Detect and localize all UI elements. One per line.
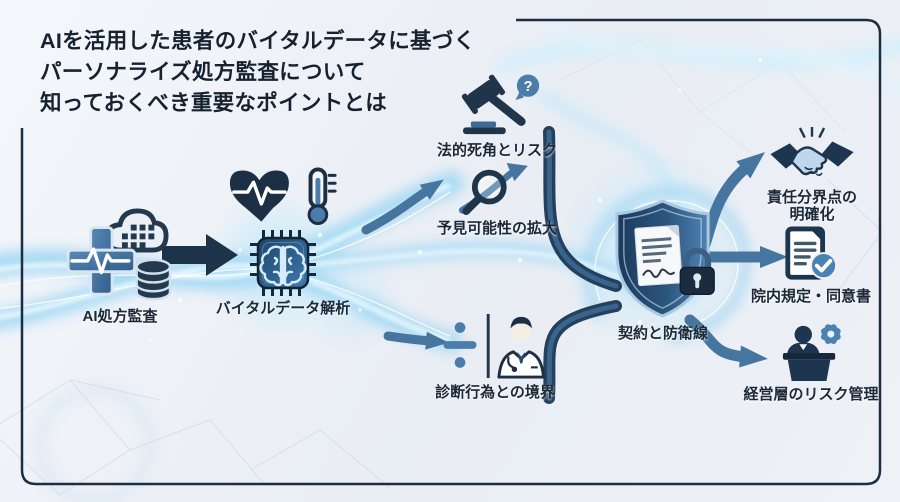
node-hospital-rules-consent: 院内規定・同意書 [748,226,874,305]
executive-gear-podium-icon [782,324,841,382]
question-badge [516,74,540,97]
flow-arrow-source-to-analysis [162,234,238,276]
page-title: AIを活用した患者のバイタルデータに基づく パーソナライズ処方監査について 知っ… [40,26,475,119]
gear [820,324,841,344]
node-label: 診断行為との境界 [435,384,555,401]
node-label: 契約と防衛線 [617,325,708,342]
node-label: バイタルデータ解析 [215,300,351,317]
node-executive-risk-management: 経営層のリスク管理 [742,322,880,403]
node-label-line-2: 明確化 [789,206,835,223]
branch-arrows [361,179,449,350]
ai-chip-brain-icon [250,230,316,296]
node-contract-defense: 契約と防衛線 [604,197,722,342]
node-label: 経営層のリスク管理 [743,386,879,403]
divide-sign [443,322,477,368]
node-label: 院内規定・同意書 [750,288,871,305]
shield-contract-lock-icon [615,199,715,318]
contract-document [634,224,683,287]
title-line-1: AIを活用した患者のバイタルデータに基づく [40,29,476,53]
node-responsibility-demarcation: 責任分界点の 明確化 [756,127,868,223]
doctor-figure [497,316,546,379]
medical-cross-cloud-database-icon [66,208,172,301]
node-foreseeability-expansion: 予見可能性の拡大 [430,162,564,237]
title-line-2: パーソナライズ処方監査について [40,60,366,84]
frame-border [20,18,882,486]
division-doctor-icon [443,313,546,379]
heartbeat-thermometer-icon [229,167,337,226]
padlock [679,247,715,295]
node-label: 責任分界点の 明確化 [767,189,857,223]
node-label-line-1: 責任分界点の [766,189,857,206]
node-label: 法的死角とリスク [436,142,557,159]
handshake-icon [770,127,854,176]
question-mark: ? [524,79,533,95]
node-label: AI処方監査 [82,308,158,325]
pipes-into-shield [543,126,622,404]
title-line-3: 知っておくべき重要なポイントとは [40,91,388,115]
magnifier-growth-arrow-icon [458,162,528,216]
document-check-icon [785,226,838,280]
node-label: 予見可能性の拡大 [436,220,557,237]
node-legal-blindspots-risk: ? 法的死角とリスク [430,74,564,159]
gavel-question-icon: ? [461,74,540,135]
node-diagnosis-boundary: 診断行為との境界 [428,312,562,401]
node-ai-prescription-audit: AI処方監査 [50,206,190,325]
node-vital-data-analysis: バイタルデータ解析 [212,166,354,317]
